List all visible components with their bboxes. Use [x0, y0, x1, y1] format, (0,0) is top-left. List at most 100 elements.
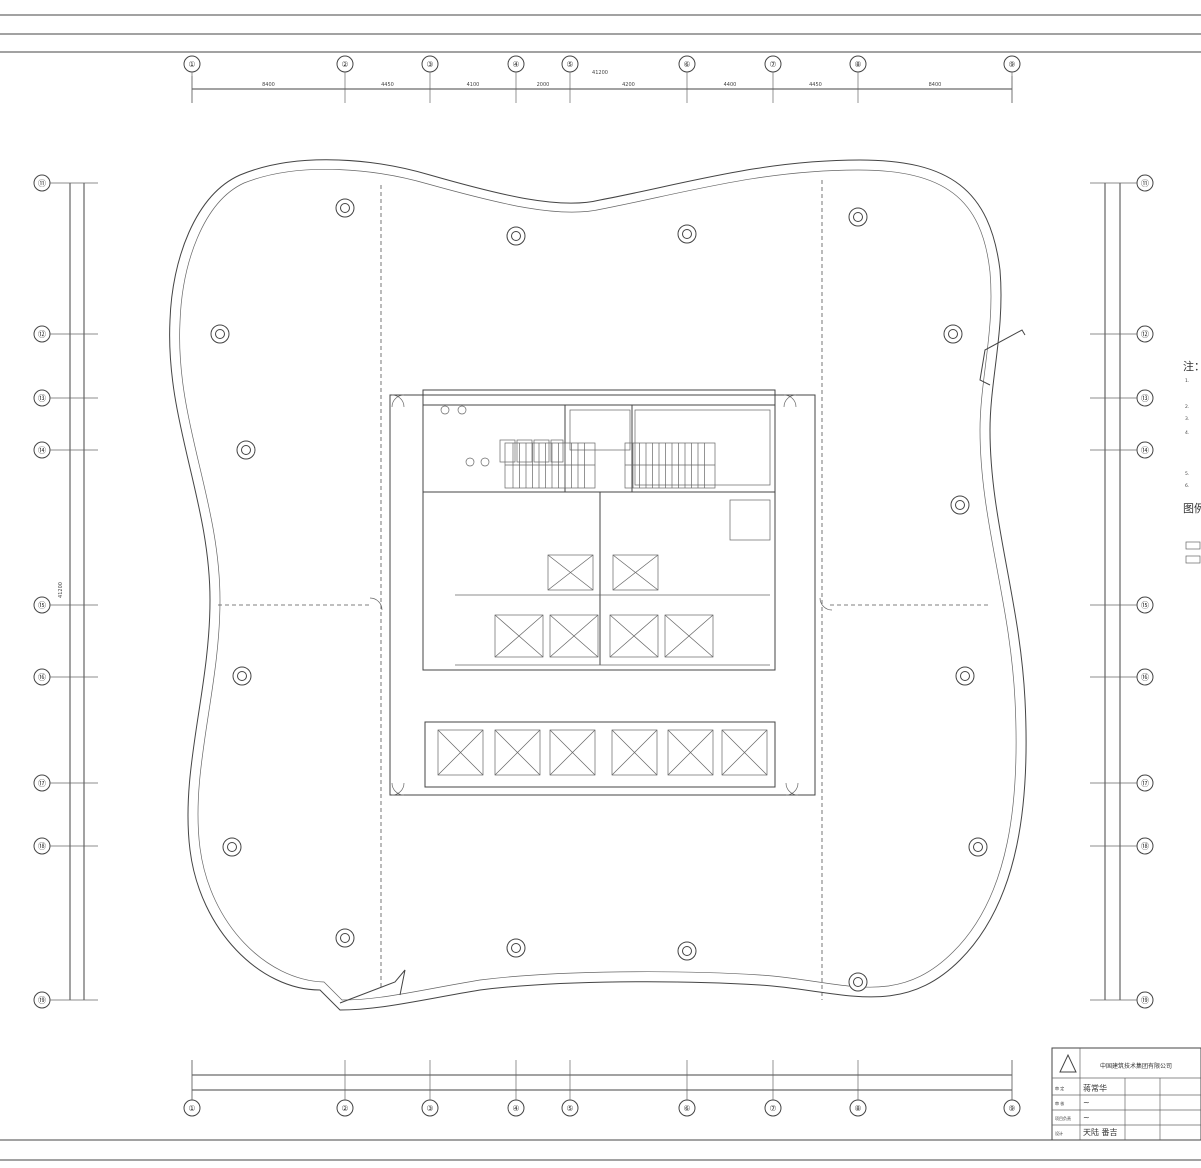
grid-bubble-top-2: ② — [336, 55, 354, 73]
top-dimension-chain: 41200 8400 4450 4100 2000 4200 4400 4450 8400 — [191, 70, 1013, 103]
top-dim-segment-3: 4100 — [467, 82, 480, 88]
elevator-lower-3 — [549, 729, 596, 776]
svg-text:⑲: ⑲ — [38, 996, 46, 1005]
column-11 — [222, 837, 242, 857]
svg-text:3.: 3. — [1185, 416, 1189, 422]
grid-bubble-bottom-5: ⑤ — [561, 1099, 579, 1117]
svg-text:⑬: ⑬ — [1141, 394, 1149, 403]
grid-bubble-top-8: ⑧ — [849, 55, 867, 73]
grid-bubble-top-3: ③ — [421, 55, 439, 73]
grid-bubble-bottom-4: ④ — [507, 1099, 525, 1117]
svg-text:⑧: ⑧ — [854, 60, 861, 69]
grid-bubble-bottom-7: ⑦ — [764, 1099, 782, 1117]
top-dim-segment-6: 4400 — [724, 82, 737, 88]
column-13 — [335, 928, 355, 948]
svg-text:⑦: ⑦ — [769, 60, 776, 69]
title-block: 中国建筑技术集团有限公司 审 定 蒋常华 审 核 ~ 项目负责 ~ 设计 天陆 … — [1051, 1047, 1201, 1141]
grid-bubble-right-3: ⑬ — [1136, 389, 1154, 407]
svg-text:⑦: ⑦ — [769, 1104, 776, 1113]
top-dim-segment-7: 4450 — [809, 82, 822, 88]
svg-text:⑰: ⑰ — [1141, 779, 1149, 788]
column-4 — [848, 207, 868, 227]
grid-bubble-right-9: ⑲ — [1136, 991, 1154, 1009]
elevator-upper-1 — [494, 614, 544, 658]
svg-text:④: ④ — [512, 1104, 519, 1113]
grid-bubble-left-6: ⑯ — [33, 668, 51, 686]
institute-name: 中国建筑技术集团有限公司 — [1100, 1062, 1172, 1070]
svg-text:1.: 1. — [1185, 378, 1189, 384]
left-dimension-chain: 41200 — [58, 183, 85, 1000]
column-5 — [210, 324, 230, 344]
svg-text:⑪: ⑪ — [38, 179, 46, 188]
grid-bubble-bottom-6: ⑥ — [678, 1099, 696, 1117]
grid-bubble-top-5: ⑤ — [561, 55, 579, 73]
grid-bubble-left-4: ⑭ — [33, 441, 51, 459]
top-dim-segment-8: 8400 — [929, 82, 942, 88]
elevator-bank-lower-frame — [424, 721, 776, 788]
grid-bubble-left-8: ⑱ — [33, 837, 51, 855]
elevator-lower-4 — [611, 729, 658, 776]
svg-text:⑪: ⑪ — [1141, 179, 1149, 188]
grid-bubble-top-4: ④ — [507, 55, 525, 73]
svg-text:⑱: ⑱ — [1141, 842, 1149, 851]
svg-text:⑥: ⑥ — [683, 1104, 690, 1113]
svg-text:①: ① — [188, 1104, 195, 1113]
tb-role-0: 审 定 — [1055, 1085, 1064, 1091]
top-total-dimension: 41200 — [592, 70, 608, 76]
grid-bubble-top-9: ⑨ — [1003, 55, 1021, 73]
grid-bubble-right-7: ⑰ — [1136, 774, 1154, 792]
top-dim-segment-4: 2000 — [537, 82, 550, 88]
column-9 — [232, 666, 252, 686]
elevator-lower-2 — [494, 729, 541, 776]
grid-bubble-left-2: ⑫ — [33, 325, 51, 343]
core-doors — [369, 394, 833, 796]
top-dim-segment-2: 4450 — [381, 82, 394, 88]
elevator-lower-5 — [667, 729, 714, 776]
grid-bubble-bottom-3: ③ — [421, 1099, 439, 1117]
column-2 — [506, 226, 526, 246]
elevator-bank-upper — [494, 554, 714, 658]
bottom-dimension-chain — [191, 1060, 1013, 1100]
toilet-fixtures — [440, 405, 564, 467]
stair-right — [624, 442, 716, 489]
grid-bubble-left-3: ⑬ — [33, 389, 51, 407]
stair-left — [504, 442, 596, 489]
tb-sign-0: 蒋常华 — [1083, 1083, 1107, 1093]
top-dim-segment-5: 4200 — [622, 82, 635, 88]
svg-text:⑨: ⑨ — [1008, 1104, 1015, 1113]
column-15 — [677, 941, 697, 961]
elevator-bank-lower — [437, 729, 768, 776]
grid-bubble-bottom-8: ⑧ — [849, 1099, 867, 1117]
notes-heading: 注： — [1183, 359, 1201, 373]
grid-bubble-right-4: ⑭ — [1136, 441, 1154, 459]
svg-text:⑥: ⑥ — [683, 60, 690, 69]
top-dim-segment-1: 8400 — [262, 82, 275, 88]
column-10 — [955, 666, 975, 686]
svg-text:⑤: ⑤ — [566, 60, 573, 69]
column-1 — [335, 198, 355, 218]
tb-sign-3: 天陆 番吉 — [1083, 1127, 1118, 1137]
svg-text:⑮: ⑮ — [1141, 601, 1149, 610]
grid-bubble-right-2: ⑫ — [1136, 325, 1154, 343]
company-logo-icon — [1059, 1053, 1077, 1073]
grid-bubble-left-5: ⑮ — [33, 596, 51, 614]
column-12 — [968, 837, 988, 857]
grid-bubble-right-1: ⑪ — [1136, 174, 1154, 192]
tb-role-2: 项目负责 — [1055, 1115, 1071, 1121]
svg-text:⑯: ⑯ — [1141, 673, 1149, 682]
building-core — [389, 389, 816, 796]
svg-text:②: ② — [341, 60, 348, 69]
column-8 — [950, 495, 970, 515]
elevator-lower-1 — [437, 729, 484, 776]
svg-text:⑤: ⑤ — [566, 1104, 573, 1113]
zone-dashed-lines — [218, 180, 990, 1000]
elevator-upper-4 — [664, 614, 714, 658]
svg-text:⑰: ⑰ — [38, 779, 46, 788]
building-envelope — [169, 159, 1027, 1011]
grid-bubble-right-5: ⑮ — [1136, 596, 1154, 614]
svg-text:⑬: ⑬ — [38, 394, 46, 403]
sheet-frame — [0, 14, 1201, 1161]
